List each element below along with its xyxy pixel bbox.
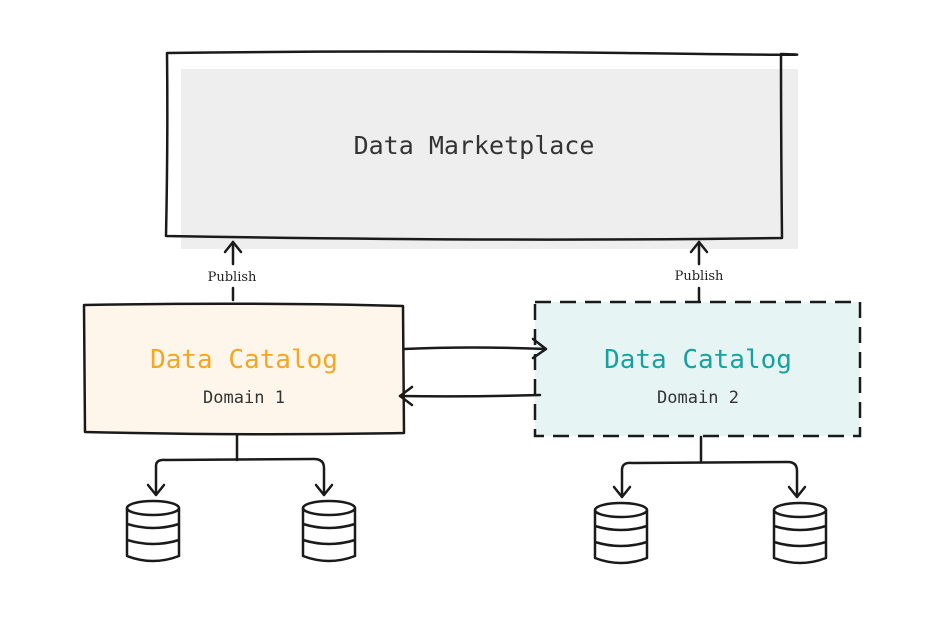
arrow-domain2-to-domain1 [398, 385, 542, 407]
database-icon [772, 501, 828, 565]
catalog-title-domain-1: Data Catalog [150, 345, 338, 375]
database-icon [593, 501, 649, 565]
domain-label-2: Domain 2 [657, 388, 739, 408]
publish-arrow-right [689, 240, 709, 302]
domain-label-1: Domain 1 [203, 388, 285, 408]
catalog-box-domain-2 [533, 300, 862, 438]
publish-label-left: Publish [208, 270, 257, 285]
tree-connector-domain-2 [612, 435, 807, 499]
database-icon [301, 499, 357, 563]
database-icon [125, 499, 181, 563]
catalog-title-domain-2: Data Catalog [604, 345, 792, 375]
publish-label-right: Publish [675, 269, 724, 284]
marketplace-title: Data Marketplace [354, 131, 595, 160]
tree-connector-domain-1 [146, 433, 334, 497]
marketplace-box [164, 50, 799, 249]
catalog-box-domain-1 [82, 302, 406, 436]
arrow-domain1-to-domain2 [402, 337, 548, 360]
publish-arrow-left [223, 240, 243, 302]
